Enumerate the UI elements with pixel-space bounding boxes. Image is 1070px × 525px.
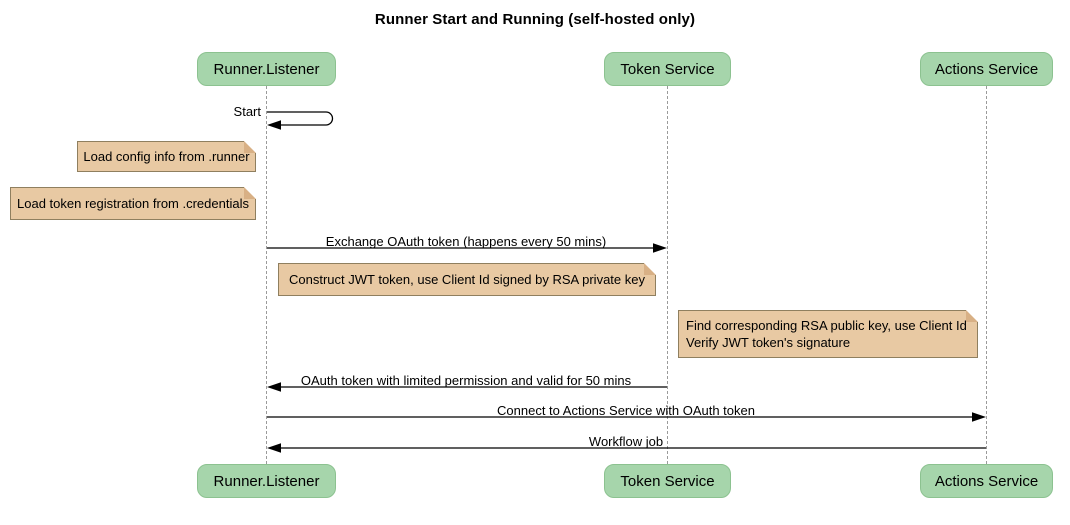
message-label-start: Start	[233, 104, 261, 119]
participant-top-runner-listener: Runner.Listener	[197, 52, 336, 86]
note-text: Load config info from .runner	[83, 149, 250, 164]
participant-label: Actions Service	[934, 472, 1039, 490]
diagram-title: Runner Start and Running (self-hosted on…	[374, 11, 696, 28]
lifeline-token-service	[667, 86, 668, 464]
message-label-connect-actions: Connect to Actions Service with OAuth to…	[497, 403, 755, 418]
participant-top-token-service: Token Service	[604, 52, 731, 86]
note-verify-jwt: Find corresponding RSA public key, use C…	[678, 310, 978, 358]
arrowhead-start	[267, 120, 281, 130]
participant-label: Runner.Listener	[213, 472, 320, 490]
message-label-workflow-job: Workflow job	[588, 434, 664, 449]
lifeline-actions-service	[986, 86, 987, 464]
note-text-line: Verify JWT token's signature	[686, 335, 851, 350]
message-label-oauth-token-back: OAuth token with limited permission and …	[300, 373, 632, 388]
participant-top-actions-service: Actions Service	[920, 52, 1053, 86]
note-text: Load token registration from .credential…	[17, 196, 249, 211]
participant-bottom-token-service: Token Service	[604, 464, 731, 498]
participant-bottom-actions-service: Actions Service	[920, 464, 1053, 498]
participant-label: Actions Service	[934, 60, 1039, 78]
participant-label: Token Service	[620, 472, 715, 490]
arrowhead-exchange-oauth	[653, 243, 667, 253]
lifeline-runner-listener	[266, 86, 267, 464]
arrowhead-connect-actions	[972, 412, 986, 422]
arrowhead-oauth-token-back	[267, 382, 281, 392]
participant-bottom-runner-listener: Runner.Listener	[197, 464, 336, 498]
note-text-line: Find corresponding RSA public key, use C…	[686, 318, 967, 333]
note-text: Construct JWT token, use Client Id signe…	[289, 272, 645, 287]
note-load-token-registration: Load token registration from .credential…	[10, 187, 256, 220]
arrowhead-workflow-job	[267, 443, 281, 453]
participant-label: Token Service	[620, 60, 715, 78]
message-label-exchange-oauth: Exchange OAuth token (happens every 50 m…	[325, 234, 607, 249]
self-arrow-start	[267, 111, 334, 126]
note-construct-jwt: Construct JWT token, use Client Id signe…	[278, 263, 656, 296]
note-load-config: Load config info from .runner	[77, 141, 256, 172]
participant-label: Runner.Listener	[213, 60, 320, 78]
